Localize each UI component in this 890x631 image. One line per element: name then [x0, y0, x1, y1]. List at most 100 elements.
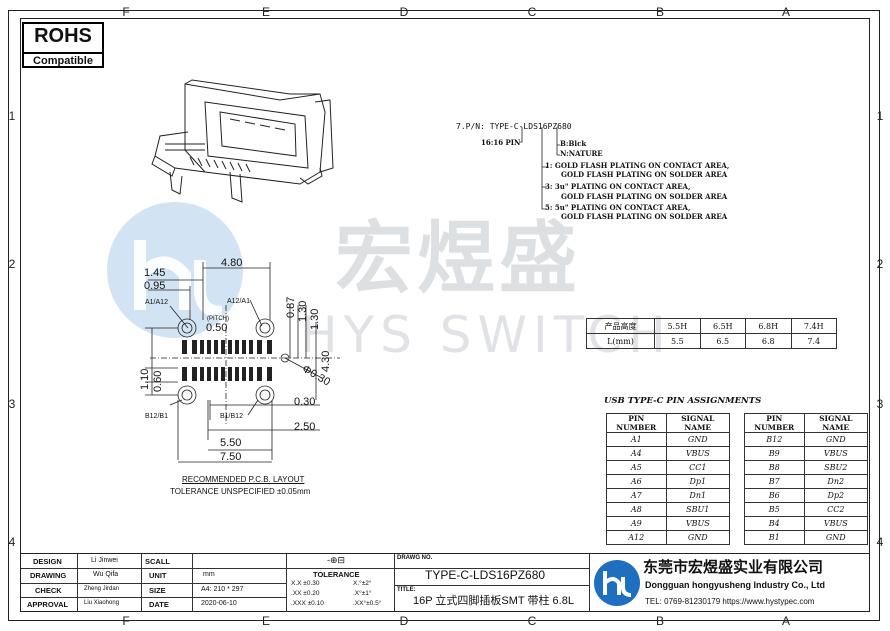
signal-name: CC1	[665, 460, 731, 475]
part-number-option-1a: 1: GOLD FLASH PLATING ON CONTACT AREA,	[545, 161, 730, 170]
signal-name: GND	[803, 432, 869, 447]
title-label: TITLE:	[397, 587, 416, 593]
dim-0-95: 0.95	[144, 280, 166, 292]
drawing-number-label: DRAWG NO.	[397, 555, 433, 561]
title-value: 16P 立式四脚插板SMT 带柱 6.8L	[413, 595, 574, 607]
signal-name: VBUS	[803, 516, 869, 531]
signal-name: Dn1	[665, 488, 731, 503]
height-table-header: 产品高度 5.5H 6.5H 6.8H 7.4H	[585, 318, 837, 334]
height-table-cell: 5.5H	[654, 318, 701, 334]
zone-label: 1	[876, 109, 884, 123]
pin-number: A4	[606, 446, 667, 461]
zone-label: C	[527, 614, 537, 628]
zone-label: D	[399, 614, 409, 628]
projection-symbol-icon: -⊕⊟	[327, 555, 346, 565]
zone-label: B	[655, 5, 664, 19]
drawing-label: DRAWING	[30, 571, 67, 580]
size-value: A4: 210 * 297	[201, 586, 244, 593]
height-table-cell: 7.4H	[790, 318, 837, 334]
dim-1-10: 1.10	[139, 368, 151, 390]
zone-label: F	[122, 614, 130, 628]
tolerance-label: TOLERANCE	[313, 570, 360, 579]
zone-label: 3	[876, 397, 884, 411]
unit-value: mm	[203, 571, 215, 578]
dim-1-45: 1.45	[144, 267, 166, 279]
height-table-cell: L(mm)	[585, 333, 656, 349]
company-name-cn: 东莞市宏煜盛实业有限公司	[643, 559, 824, 576]
dim-7-50: 7.50	[220, 451, 242, 463]
drawing-value: Wu Qifa	[93, 571, 119, 578]
height-table-cell: 5.5	[654, 333, 701, 349]
pin-number: A5	[606, 460, 667, 475]
dim-0-50: 0.50	[206, 322, 228, 334]
pin-number: A8	[606, 502, 667, 517]
check-value: Zheng Jirdan	[84, 586, 120, 592]
pin-table-header: SIGNAL NAME	[803, 413, 869, 433]
check-label: CHECK	[35, 586, 62, 595]
tolerance-angle-1: X.°±2°	[353, 580, 372, 587]
pcb-layout-drawing	[145, 262, 340, 463]
drawing-border	[20, 18, 870, 612]
height-table-cell: 6.5H	[699, 318, 747, 334]
dim-4-30: 4.30	[320, 350, 332, 372]
dim-2-50: 2.50	[294, 421, 316, 433]
zone-label: 4	[8, 535, 16, 549]
signal-name: GND	[665, 432, 731, 447]
height-table-cell: 6.8	[745, 333, 792, 349]
company-name-en: Dongguan hongyusheng Industry Co., Ltd	[645, 580, 825, 590]
pin-number: A1	[606, 432, 667, 447]
unit-label: UNIT	[149, 571, 167, 580]
height-table-cell: 7.4	[790, 333, 837, 349]
zone-label: 3	[8, 397, 16, 411]
pin-table-header: SIGNAL NAME	[665, 413, 731, 433]
pin-number: B8	[744, 460, 805, 475]
pin-label-b1-b12: B1/B12	[220, 413, 243, 420]
connector-isometric-drawing	[151, 79, 334, 203]
pin-number: B9	[744, 446, 805, 461]
dim-1-30-a: 1.30	[297, 300, 309, 322]
dim-0-87: 0.87	[285, 296, 297, 318]
dim-pitch: (PITCH)	[207, 316, 229, 322]
zone-label: A	[781, 614, 790, 628]
tolerance-linear-1: X.X ±0.30	[291, 580, 320, 587]
pin-table-header: PIN NUMBER	[744, 413, 805, 433]
drawing-number-value: TYPE-C-LDS16PZ680	[425, 568, 546, 582]
signal-name: Dn2	[803, 474, 869, 489]
watermark-logo-icon	[107, 202, 243, 338]
pin-number: B7	[744, 474, 805, 489]
height-table-cell: 产品高度	[585, 318, 656, 334]
pin-label-a12-a1: A12/A1	[227, 298, 250, 305]
signal-name: VBUS	[803, 446, 869, 461]
part-number-leader-lines	[520, 127, 560, 210]
company-contact: TEL: 0769-81230179 https://www.hystypec.…	[645, 597, 815, 606]
signal-name: GND	[803, 530, 869, 545]
watermark-cn: 宏煜盛	[335, 214, 582, 304]
dim-1-30-b: 1.30	[309, 308, 321, 330]
signal-name: Dp1	[665, 474, 731, 489]
height-table-cell: 6.5	[699, 333, 747, 349]
date-value: 2020-06-10	[201, 600, 237, 607]
part-number-pin-code: 16:16 PIN	[481, 138, 521, 147]
scale-label: SCALL	[145, 557, 170, 566]
part-number-label: 7.P/N: TYPE-C-LDS16PZ680	[456, 122, 572, 131]
rohs-subtitle: Compatible	[24, 52, 102, 67]
pin-table-title: USB TYPE-C PIN ASSIGNMENTS	[604, 396, 762, 406]
part-number-color-n: N:NATURE	[560, 149, 603, 158]
title-block: DESIGN Li Jinwei DRAWING Wu Qifa CHECK Z…	[21, 553, 869, 612]
tolerance-angle-3: .XX°±0.5°	[353, 600, 382, 607]
dim-5-50: 5.50	[220, 437, 242, 449]
zone-label: E	[261, 5, 270, 19]
zone-label: 2	[876, 257, 884, 271]
pin-number: A9	[606, 516, 667, 531]
height-table-cell: 6.8H	[745, 318, 792, 334]
rohs-badge: ROHS Compatible	[22, 22, 104, 68]
outer-frame	[8, 10, 880, 621]
approval-label: APPROVAL	[27, 600, 69, 609]
design-value: Li Jinwei	[91, 557, 118, 564]
rohs-title: ROHS	[34, 25, 92, 47]
pin-number: B1	[744, 530, 805, 545]
pin-table-header: PIN NUMBER	[606, 413, 667, 433]
approval-value: Liu Xiaohong	[84, 600, 120, 606]
